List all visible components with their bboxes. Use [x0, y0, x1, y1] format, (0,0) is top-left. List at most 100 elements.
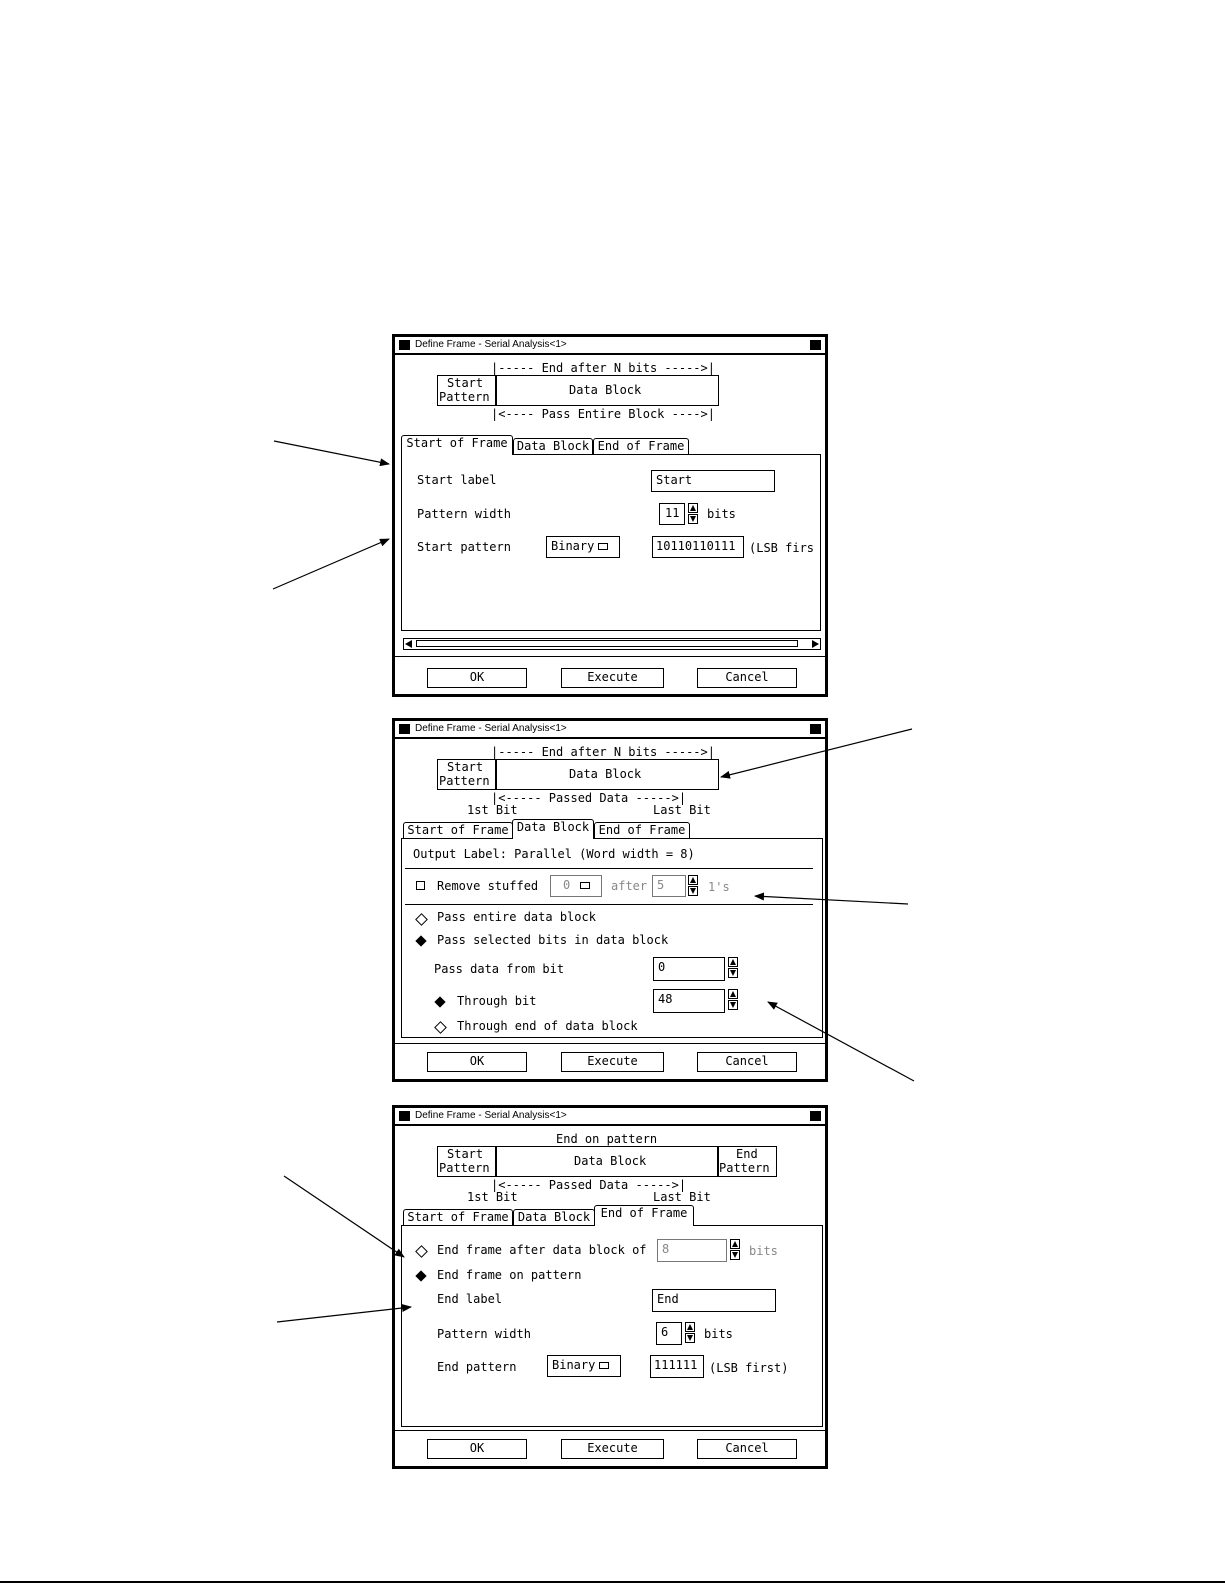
lsb-first-note: (LSB firs	[749, 541, 815, 555]
after-count-input[interactable]: 5	[652, 875, 686, 897]
data-block-diagram: Data Block	[495, 1146, 719, 1177]
tab-start-of-frame[interactable]: Start of Frame	[403, 1209, 513, 1225]
tab-data-block[interactable]: Data Block	[513, 1209, 595, 1225]
data-block-diagram: Data Block	[495, 375, 719, 406]
window-title: Define Frame - Serial Analysis<1>	[415, 1110, 567, 1121]
cancel-button[interactable]: Cancel	[697, 1052, 797, 1072]
after-text: after	[611, 879, 648, 893]
cancel-button[interactable]: Cancel	[697, 1439, 797, 1459]
pass-entire-block-label: |<---- Pass Entire Block ---->|	[491, 407, 715, 421]
callout-arrow	[754, 892, 909, 905]
down-arrow-icon[interactable]	[688, 514, 698, 524]
tab-end-of-frame[interactable]: End of Frame	[594, 822, 690, 838]
cancel-button[interactable]: Cancel	[697, 668, 797, 688]
format-option-menu[interactable]: Binary	[546, 536, 620, 558]
format-option-menu[interactable]: Binary	[547, 1355, 621, 1377]
end-pattern-text: End pattern	[437, 1360, 517, 1374]
maximize-icon[interactable]	[810, 724, 821, 734]
option-menu-icon	[580, 882, 591, 889]
tab-data-block[interactable]: Data Block	[512, 819, 594, 839]
callout-arrow	[273, 440, 390, 467]
up-arrow-icon[interactable]	[728, 957, 738, 967]
through-end-text: Through end of data block	[457, 1019, 638, 1033]
ok-button[interactable]: OK	[427, 1052, 527, 1072]
stuff-bit-option-menu[interactable]: 0	[550, 875, 602, 897]
window-menu-icon[interactable]	[399, 1111, 410, 1121]
button-separator	[395, 1430, 825, 1431]
up-arrow-icon[interactable]	[730, 1239, 740, 1249]
down-arrow-icon[interactable]	[688, 886, 698, 896]
button-separator	[395, 1043, 825, 1044]
dialog-start-of-frame: Define Frame - Serial Analysis<1> |-----…	[392, 334, 828, 697]
tab-end-of-frame[interactable]: End of Frame	[593, 438, 689, 454]
execute-button[interactable]: Execute	[561, 1052, 664, 1072]
start-pattern-block: Start Pattern	[437, 1146, 497, 1177]
maximize-icon[interactable]	[810, 1111, 821, 1121]
bits-unit: bits	[707, 507, 736, 521]
through-bit-input[interactable]: 48	[653, 989, 725, 1013]
down-arrow-icon[interactable]	[685, 1333, 695, 1343]
remove-stuffed-text: Remove stuffed	[437, 879, 539, 893]
tab-start-of-frame[interactable]: Start of Frame	[403, 822, 513, 838]
end-on-pattern-label: End on pattern	[556, 1132, 658, 1146]
up-arrow-icon[interactable]	[688, 875, 698, 885]
tab-end-of-frame[interactable]: End of Frame	[594, 1205, 694, 1226]
ok-button[interactable]: OK	[427, 668, 527, 688]
pass-from-text: Pass data from bit	[434, 962, 565, 976]
pattern-width-text: Pattern width	[417, 507, 511, 521]
scroll-left-icon[interactable]	[405, 640, 412, 648]
pass-entire-text: Pass entire data block	[437, 910, 596, 924]
window-menu-icon[interactable]	[399, 724, 410, 734]
down-arrow-icon[interactable]	[730, 1250, 740, 1260]
callout-arrow	[767, 1001, 915, 1082]
scrollbar-thumb[interactable]	[416, 640, 798, 647]
execute-button[interactable]: Execute	[561, 668, 664, 688]
callout-arrow	[276, 1304, 412, 1323]
dialog-data-block: Define Frame - Serial Analysis<1> |-----…	[392, 718, 828, 1082]
pattern-width-input[interactable]: 6	[656, 1322, 682, 1345]
end-after-n-bits-label: |----- End after N bits ----->|	[491, 745, 715, 759]
title-bar: Define Frame - Serial Analysis<1>	[395, 1108, 825, 1126]
start-pattern-input[interactable]: 10110110111	[652, 536, 744, 558]
remove-stuffed-checkbox[interactable]	[416, 881, 425, 890]
last-bit-label: Last Bit	[653, 1190, 711, 1204]
bits-unit: bits	[704, 1327, 733, 1341]
end-after-block-input[interactable]: 8	[657, 1239, 727, 1262]
tab-panel	[401, 454, 821, 631]
title-bar: Define Frame - Serial Analysis<1>	[395, 721, 825, 739]
start-pattern-text: Start pattern	[417, 540, 511, 554]
callout-arrow	[272, 538, 390, 590]
ok-button[interactable]: OK	[427, 1439, 527, 1459]
end-label-input[interactable]: End	[652, 1289, 776, 1312]
end-pattern-block: End Pattern	[717, 1146, 777, 1177]
separator	[405, 904, 813, 905]
start-pattern-block: Start Pattern	[437, 759, 497, 790]
window-menu-icon[interactable]	[399, 340, 410, 350]
passed-data-label: |<----- Passed Data ----->|	[491, 1178, 687, 1192]
pattern-width-input[interactable]: 11	[659, 503, 685, 525]
down-arrow-icon[interactable]	[728, 1000, 738, 1010]
up-arrow-icon[interactable]	[685, 1322, 695, 1332]
scroll-right-icon[interactable]	[812, 640, 819, 648]
start-label-text: Start label	[417, 473, 497, 487]
tab-data-block[interactable]: Data Block	[513, 438, 593, 454]
execute-button[interactable]: Execute	[561, 1439, 664, 1459]
down-arrow-icon[interactable]	[728, 968, 738, 978]
title-bar: Define Frame - Serial Analysis<1>	[395, 337, 825, 355]
window-title: Define Frame - Serial Analysis<1>	[415, 723, 567, 734]
first-bit-label: 1st Bit	[467, 803, 518, 817]
up-arrow-icon[interactable]	[688, 503, 698, 513]
pass-selected-text: Pass selected bits in data block	[437, 933, 669, 947]
horizontal-scrollbar[interactable]	[403, 638, 821, 650]
start-label-input[interactable]: Start	[651, 470, 775, 492]
pass-from-input[interactable]: 0	[653, 957, 725, 981]
maximize-icon[interactable]	[810, 340, 821, 350]
up-arrow-icon[interactable]	[728, 989, 738, 999]
window-title: Define Frame - Serial Analysis<1>	[415, 339, 567, 350]
tab-panel	[401, 838, 823, 1038]
end-pattern-input[interactable]: 111111	[650, 1355, 704, 1378]
through-bit-text: Through bit	[457, 994, 537, 1008]
lsb-first-note: (LSB first)	[709, 1361, 789, 1375]
tab-start-of-frame[interactable]: Start of Frame	[401, 435, 513, 455]
